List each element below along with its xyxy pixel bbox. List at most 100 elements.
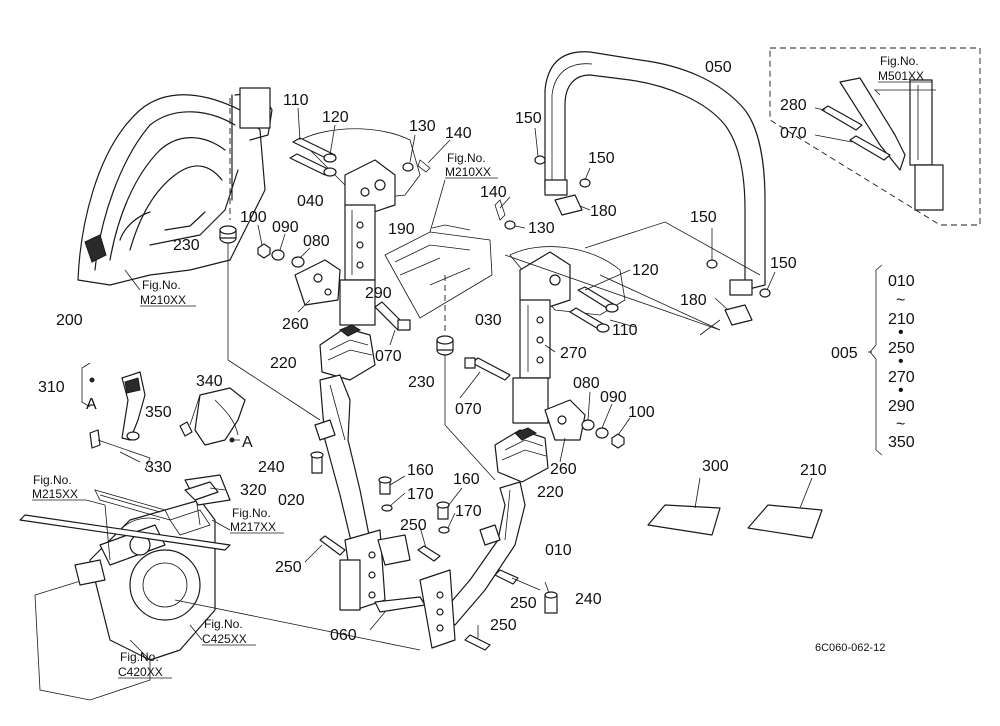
nut-150-b <box>579 167 591 188</box>
bolts-110-120-right <box>569 269 636 333</box>
figref-c425-2: C425XX <box>202 632 247 646</box>
bolt-250-left <box>304 526 441 563</box>
right-post-030 <box>509 246 626 424</box>
sheet-300 <box>647 477 721 536</box>
label-320: 320 <box>240 482 267 499</box>
figref-m217-1: Fig.No. <box>232 506 271 520</box>
figref-m501-2: M501XX <box>878 69 924 83</box>
label-250c: 250 <box>510 595 537 612</box>
label-110b: 110 <box>612 322 638 339</box>
callout-a-left: A <box>86 396 97 413</box>
label-330: 330 <box>145 459 172 476</box>
figref-underlines <box>32 81 932 679</box>
set-item-dot-1: • <box>898 324 904 341</box>
label-090: 090 <box>272 219 299 236</box>
bolts-110-120-left <box>289 107 337 177</box>
label-140: 140 <box>445 125 472 142</box>
label-150b: 150 <box>588 150 615 167</box>
set-item-210: 210 <box>888 311 915 328</box>
label-340: 340 <box>196 373 223 390</box>
set-item-010: 010 <box>888 273 915 290</box>
nut-150-c <box>706 228 718 269</box>
post-010 <box>419 481 526 649</box>
label-110: 110 <box>283 92 309 109</box>
bolt-070-left <box>374 301 411 346</box>
label-050: 050 <box>705 59 732 76</box>
bracket-340 <box>179 387 246 446</box>
bolt-240-left <box>310 451 324 474</box>
set-item-270: 270 <box>888 369 915 386</box>
label-130b: 130 <box>528 220 555 237</box>
drawing-code: 6C060-062-12 <box>815 642 885 654</box>
figure-references: Fig.No. M210XX Fig.No. M210XX Fig.No. M2… <box>32 54 924 679</box>
plate-260-right <box>544 399 586 463</box>
sheet-210 <box>747 477 823 539</box>
figref-c425-1: Fig.No. <box>204 617 243 631</box>
label-140b: 140 <box>480 184 507 201</box>
label-220b: 220 <box>537 484 564 501</box>
label-100b: 100 <box>628 404 655 421</box>
label-005: 005 <box>831 345 858 362</box>
bushing-230-left <box>219 225 237 244</box>
transmission-assembly <box>19 474 231 701</box>
figref-m210-left-2: M210XX <box>140 293 186 307</box>
label-240: 240 <box>258 459 285 476</box>
label-230: 230 <box>173 237 200 254</box>
bracket-320 <box>184 481 226 501</box>
figref-m501-1: Fig.No. <box>880 54 919 68</box>
label-130: 130 <box>409 118 436 135</box>
label-150a: 150 <box>515 110 542 127</box>
label-160: 160 <box>407 462 434 479</box>
label-080: 080 <box>303 233 330 250</box>
bolt-070-right <box>459 357 511 399</box>
bolt-250-right <box>464 569 541 651</box>
label-250d: 250 <box>490 617 517 634</box>
part-labels: 110 120 130 140 040 190 100 090 080 230 … <box>38 59 858 644</box>
label-200: 200 <box>56 312 83 329</box>
clamp-180-upper <box>554 194 591 216</box>
label-080b: 080 <box>573 375 600 392</box>
label-060: 060 <box>330 627 357 644</box>
inset-m501xx <box>769 47 981 226</box>
washers-left <box>257 224 311 268</box>
set-item-350: 350 <box>888 434 915 451</box>
rops-hoop-050 <box>544 51 766 296</box>
bushing-230-center <box>436 335 454 356</box>
label-260: 260 <box>282 316 309 333</box>
set-item-250: 250 <box>888 340 915 357</box>
label-100: 100 <box>240 209 267 226</box>
label-010: 010 <box>545 542 572 559</box>
clamp-180-lower <box>714 297 753 326</box>
label-220: 220 <box>270 355 297 372</box>
label-030: 030 <box>475 312 502 329</box>
label-270: 270 <box>560 345 587 362</box>
label-290: 290 <box>365 285 392 302</box>
label-280: 280 <box>780 97 807 114</box>
bolt-160-170-left <box>378 475 406 512</box>
label-090b: 090 <box>600 389 627 406</box>
pin-130-140-left <box>402 134 451 173</box>
set-item-dot-2: • <box>898 353 904 370</box>
label-070b: 070 <box>455 401 482 418</box>
plate-060 <box>369 596 426 631</box>
label-070c: 070 <box>780 125 807 142</box>
figref-m210-center-2: M210XX <box>445 165 491 179</box>
label-120b: 120 <box>632 262 659 279</box>
set-item-290: 290 <box>888 398 915 415</box>
plate-260-left <box>294 259 341 313</box>
label-190: 190 <box>388 221 415 238</box>
label-310: 310 <box>38 379 65 396</box>
label-170b: 170 <box>455 503 482 520</box>
figref-m210-center-1: Fig.No. <box>447 151 486 165</box>
label-300: 300 <box>702 458 729 475</box>
pin-130-140-right <box>494 196 526 230</box>
seat-rail <box>384 224 493 319</box>
left-post-040 <box>299 128 421 326</box>
label-150c: 150 <box>690 209 717 226</box>
label-120: 120 <box>322 109 349 126</box>
label-040: 040 <box>297 193 324 210</box>
set-item-dot-3: • <box>898 382 904 399</box>
washers-right <box>581 391 631 449</box>
label-170: 170 <box>407 486 434 503</box>
